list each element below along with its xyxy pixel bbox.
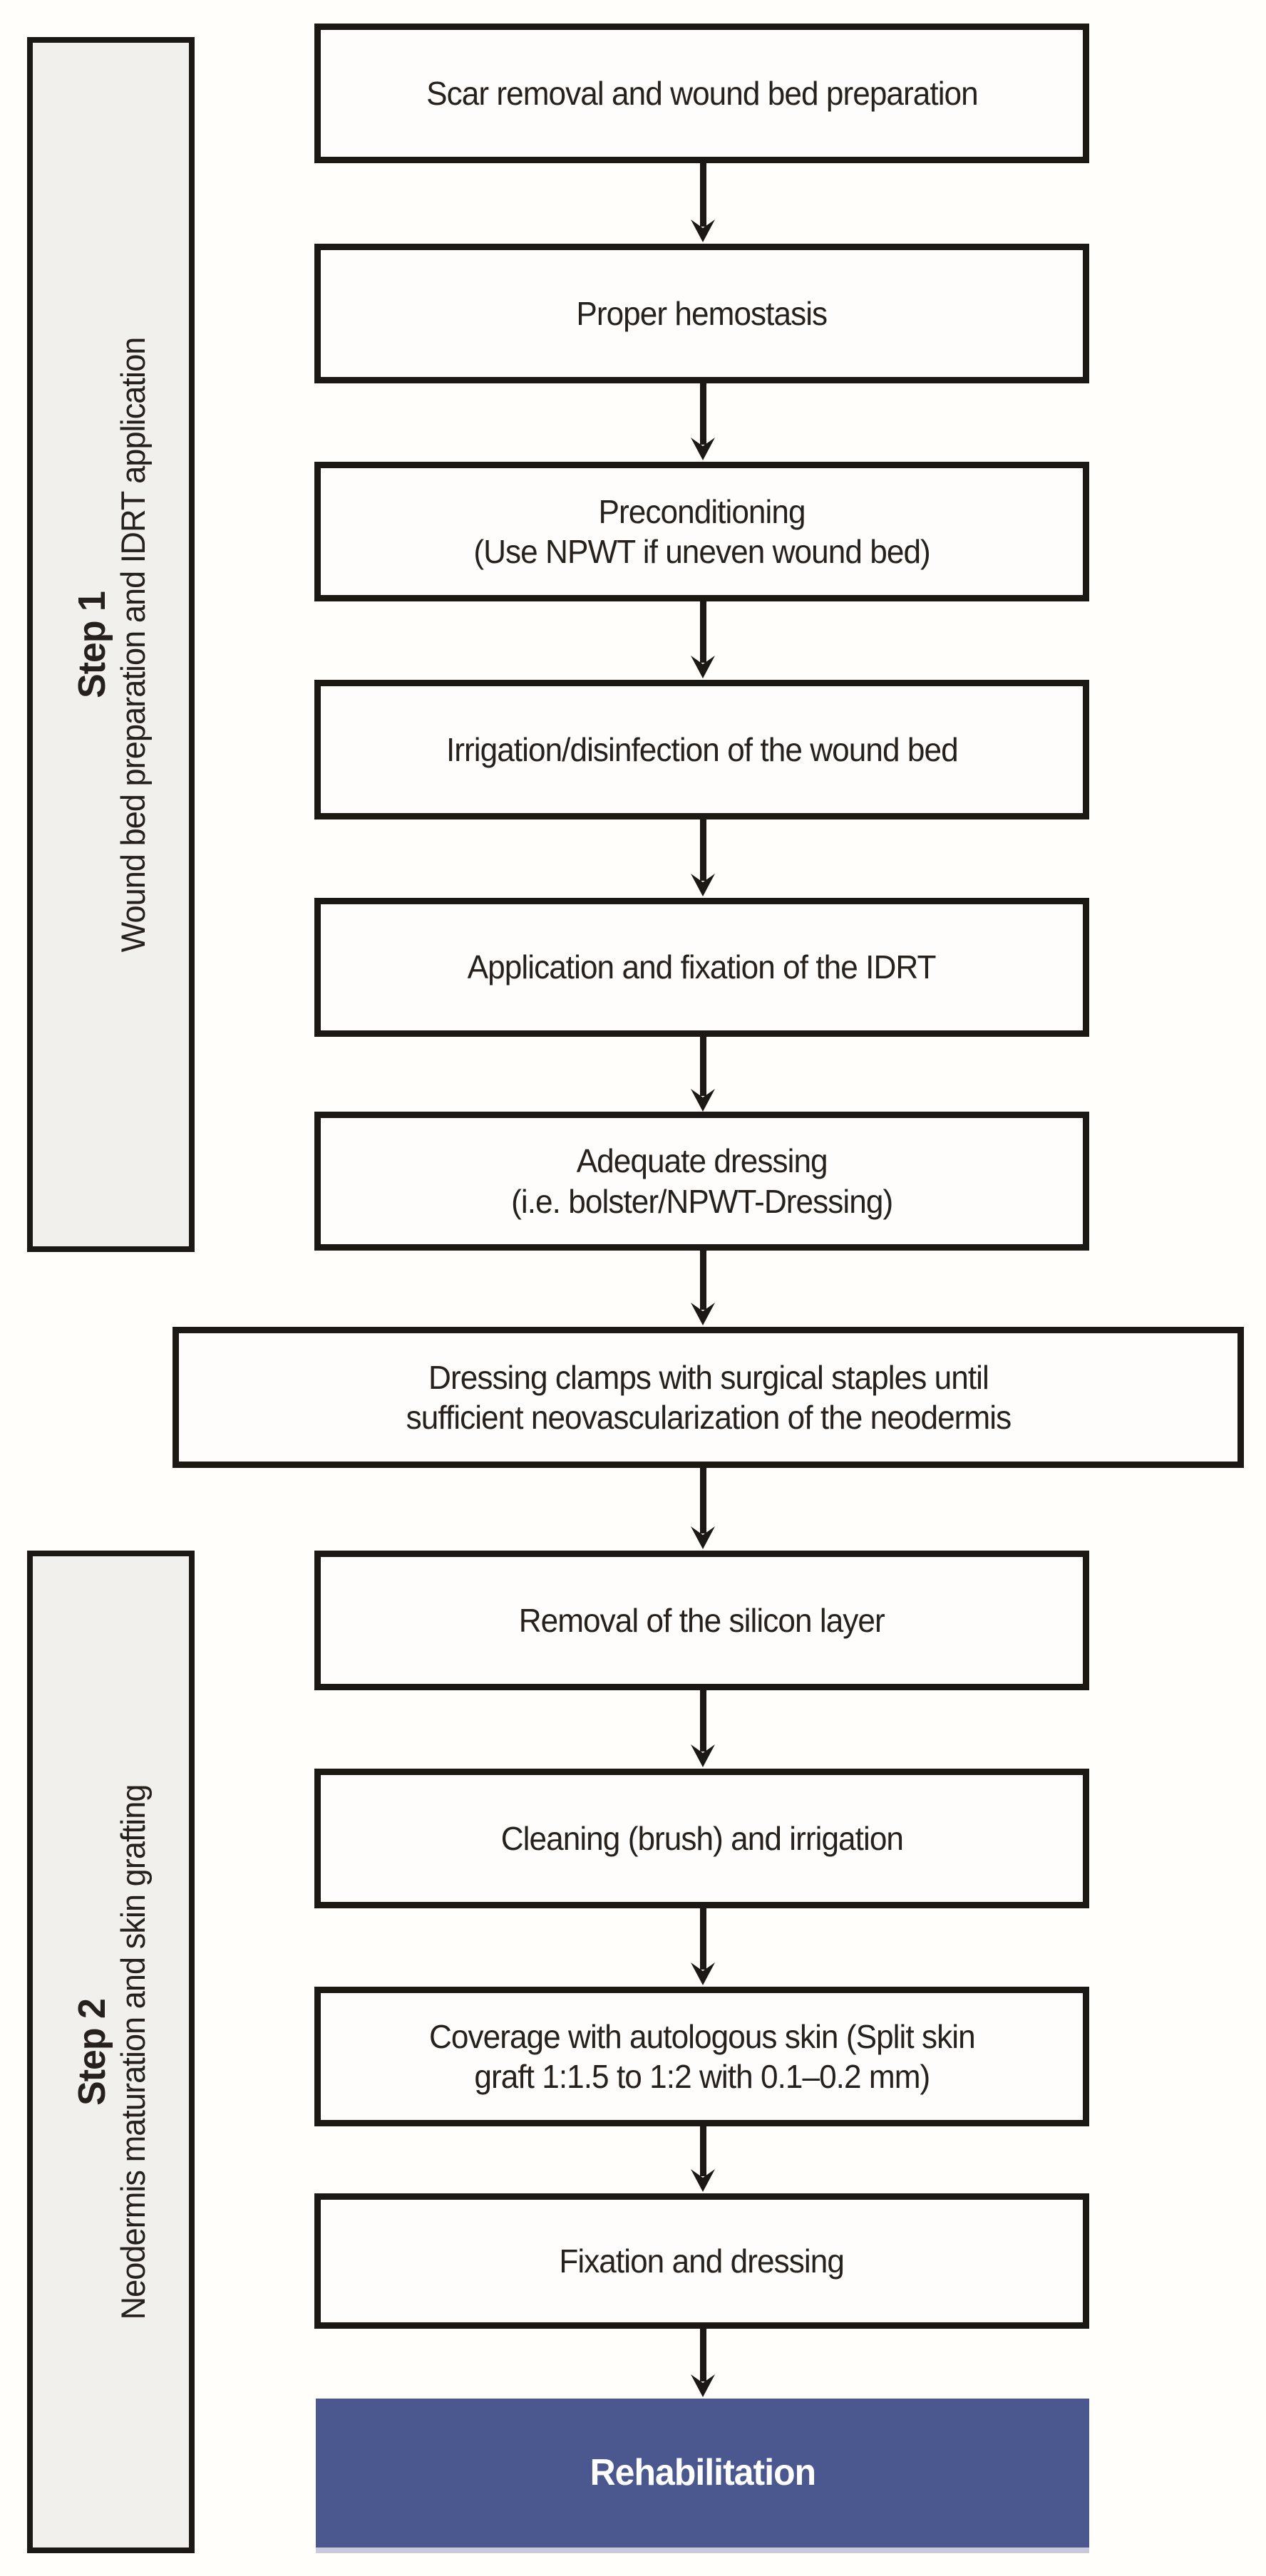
flow-node-label: Dressing clamps with surgical staples un…	[406, 1358, 1012, 1436]
arrow-shaft	[699, 1908, 706, 1970]
arrow-shaft	[699, 2329, 706, 2381]
flow-node-irrigation-disinfection: Irrigation/disinfection of the wound bed	[314, 680, 1089, 819]
arrowhead-down-icon	[691, 219, 715, 242]
arrow-shaft	[699, 601, 706, 663]
step2-sidebar-text: Step 2 Neodermis maturation and skin gra…	[69, 1773, 152, 2330]
arrowhead-down-icon	[691, 874, 715, 896]
arrow-shaft	[699, 1037, 706, 1096]
step1-subtitle: Wound bed preparation and IDRT applicati…	[113, 337, 152, 952]
flow-node-label: Proper hemostasis	[576, 294, 828, 332]
flow-arrow-7	[690, 1468, 716, 1549]
flow-arrow-11	[690, 2329, 716, 2397]
flow-node-label: Fixation and dressing	[559, 2242, 845, 2280]
arrowhead-down-icon	[691, 2169, 715, 2192]
arrow-shaft	[699, 163, 706, 227]
step2-title: Step 2	[70, 1998, 113, 2106]
flow-node-label: Adequate dressing (i.e. bolster/NPWT-Dre…	[510, 1142, 893, 1220]
step2-sidebar: Step 2 Neodermis maturation and skin gra…	[27, 1551, 195, 2553]
flow-node-dressing-clamps: Dressing clamps with surgical staples un…	[173, 1327, 1244, 1468]
arrowhead-down-icon	[691, 656, 715, 678]
step2-subtitle: Neodermis maturation and skin grafting	[113, 1784, 152, 2320]
flow-node-label: Preconditioning (Use NPWT if uneven woun…	[473, 492, 930, 570]
flow-node-idrt-application: Application and fixation of the IDRT	[314, 898, 1089, 1037]
flow-node-adequate-dressing: Adequate dressing (i.e. bolster/NPWT-Dre…	[314, 1112, 1089, 1251]
arrowhead-down-icon	[691, 1744, 715, 1767]
arrow-shaft	[699, 383, 706, 445]
flow-arrow-1	[690, 163, 716, 242]
arrowhead-down-icon	[691, 1303, 715, 1325]
flow-node-label: Scar removal and wound bed preparation	[426, 74, 979, 112]
flow-node-rehabilitation: Rehabilitation	[316, 2399, 1089, 2553]
flow-node-proper-hemostasis: Proper hemostasis	[314, 244, 1089, 383]
step1-title: Step 1	[70, 591, 113, 698]
arrow-shaft	[699, 1251, 706, 1310]
step1-sidebar-text: Step 1 Wound bed preparation and IDRT ap…	[69, 324, 152, 965]
flow-arrow-6	[690, 1251, 716, 1325]
flow-arrow-4	[690, 819, 716, 896]
flow-arrow-9	[690, 1908, 716, 1985]
flow-node-label: Application and fixation of the IDRT	[468, 948, 937, 986]
arrow-shaft	[699, 1468, 706, 1533]
flow-node-label: Cleaning (brush) and irrigation	[500, 1819, 903, 1857]
flow-node-cleaning-irrigation: Cleaning (brush) and irrigation	[314, 1769, 1089, 1908]
flow-node-fixation-dressing: Fixation and dressing	[314, 2193, 1089, 2329]
arrowhead-down-icon	[691, 1089, 715, 1112]
flow-arrow-5	[690, 1037, 716, 1112]
flow-node-autologous-skin-coverage: Coverage with autologous skin (Split ski…	[314, 1987, 1089, 2126]
flow-node-preconditioning: Preconditioning (Use NPWT if uneven woun…	[314, 462, 1089, 601]
flow-arrow-3	[690, 601, 716, 678]
flow-node-label: Removal of the silicon layer	[518, 1601, 885, 1639]
arrowhead-down-icon	[691, 2374, 715, 2397]
flow-node-silicon-removal: Removal of the silicon layer	[314, 1551, 1089, 1690]
flow-arrow-2	[690, 383, 716, 460]
arrowhead-down-icon	[691, 1526, 715, 1549]
arrow-shaft	[699, 1690, 706, 1752]
arrowhead-down-icon	[691, 438, 715, 460]
arrowhead-down-icon	[691, 1962, 715, 1985]
flow-node-label: Irrigation/disinfection of the wound bed	[446, 730, 959, 768]
flow-arrow-8	[690, 1690, 716, 1767]
step1-sidebar: Step 1 Wound bed preparation and IDRT ap…	[27, 37, 195, 1252]
arrow-shaft	[699, 2126, 706, 2176]
flow-arrow-10	[690, 2126, 716, 2192]
flow-node-label: Coverage with autologous skin (Split ski…	[428, 2017, 976, 2095]
arrow-shaft	[699, 819, 706, 881]
flow-node-scar-removal: Scar removal and wound bed preparation	[314, 24, 1089, 163]
flow-node-label: Rehabilitation	[590, 2451, 816, 2493]
